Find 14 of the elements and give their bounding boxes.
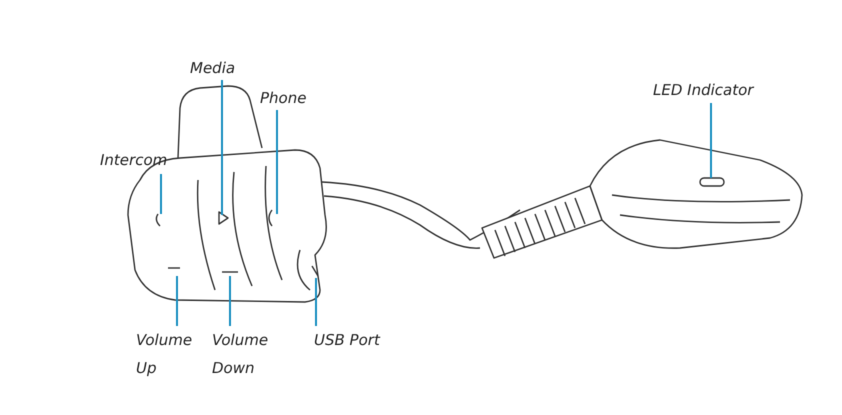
leader-line bbox=[710, 103, 712, 178]
leader-line bbox=[176, 276, 178, 326]
leader-line bbox=[160, 174, 162, 214]
part-label: Volume Up bbox=[136, 326, 200, 382]
part-label: LED Indicator bbox=[653, 76, 773, 104]
part-label: Volume Down bbox=[212, 326, 276, 382]
leader-line bbox=[221, 80, 223, 215]
part-label: USB Port bbox=[314, 326, 394, 354]
part-label: Intercom bbox=[100, 146, 180, 174]
leader-line bbox=[276, 110, 278, 214]
part-label: Phone bbox=[260, 84, 320, 112]
part-label: Media bbox=[190, 54, 250, 82]
leader-line bbox=[315, 278, 317, 326]
leader-line bbox=[229, 276, 231, 326]
